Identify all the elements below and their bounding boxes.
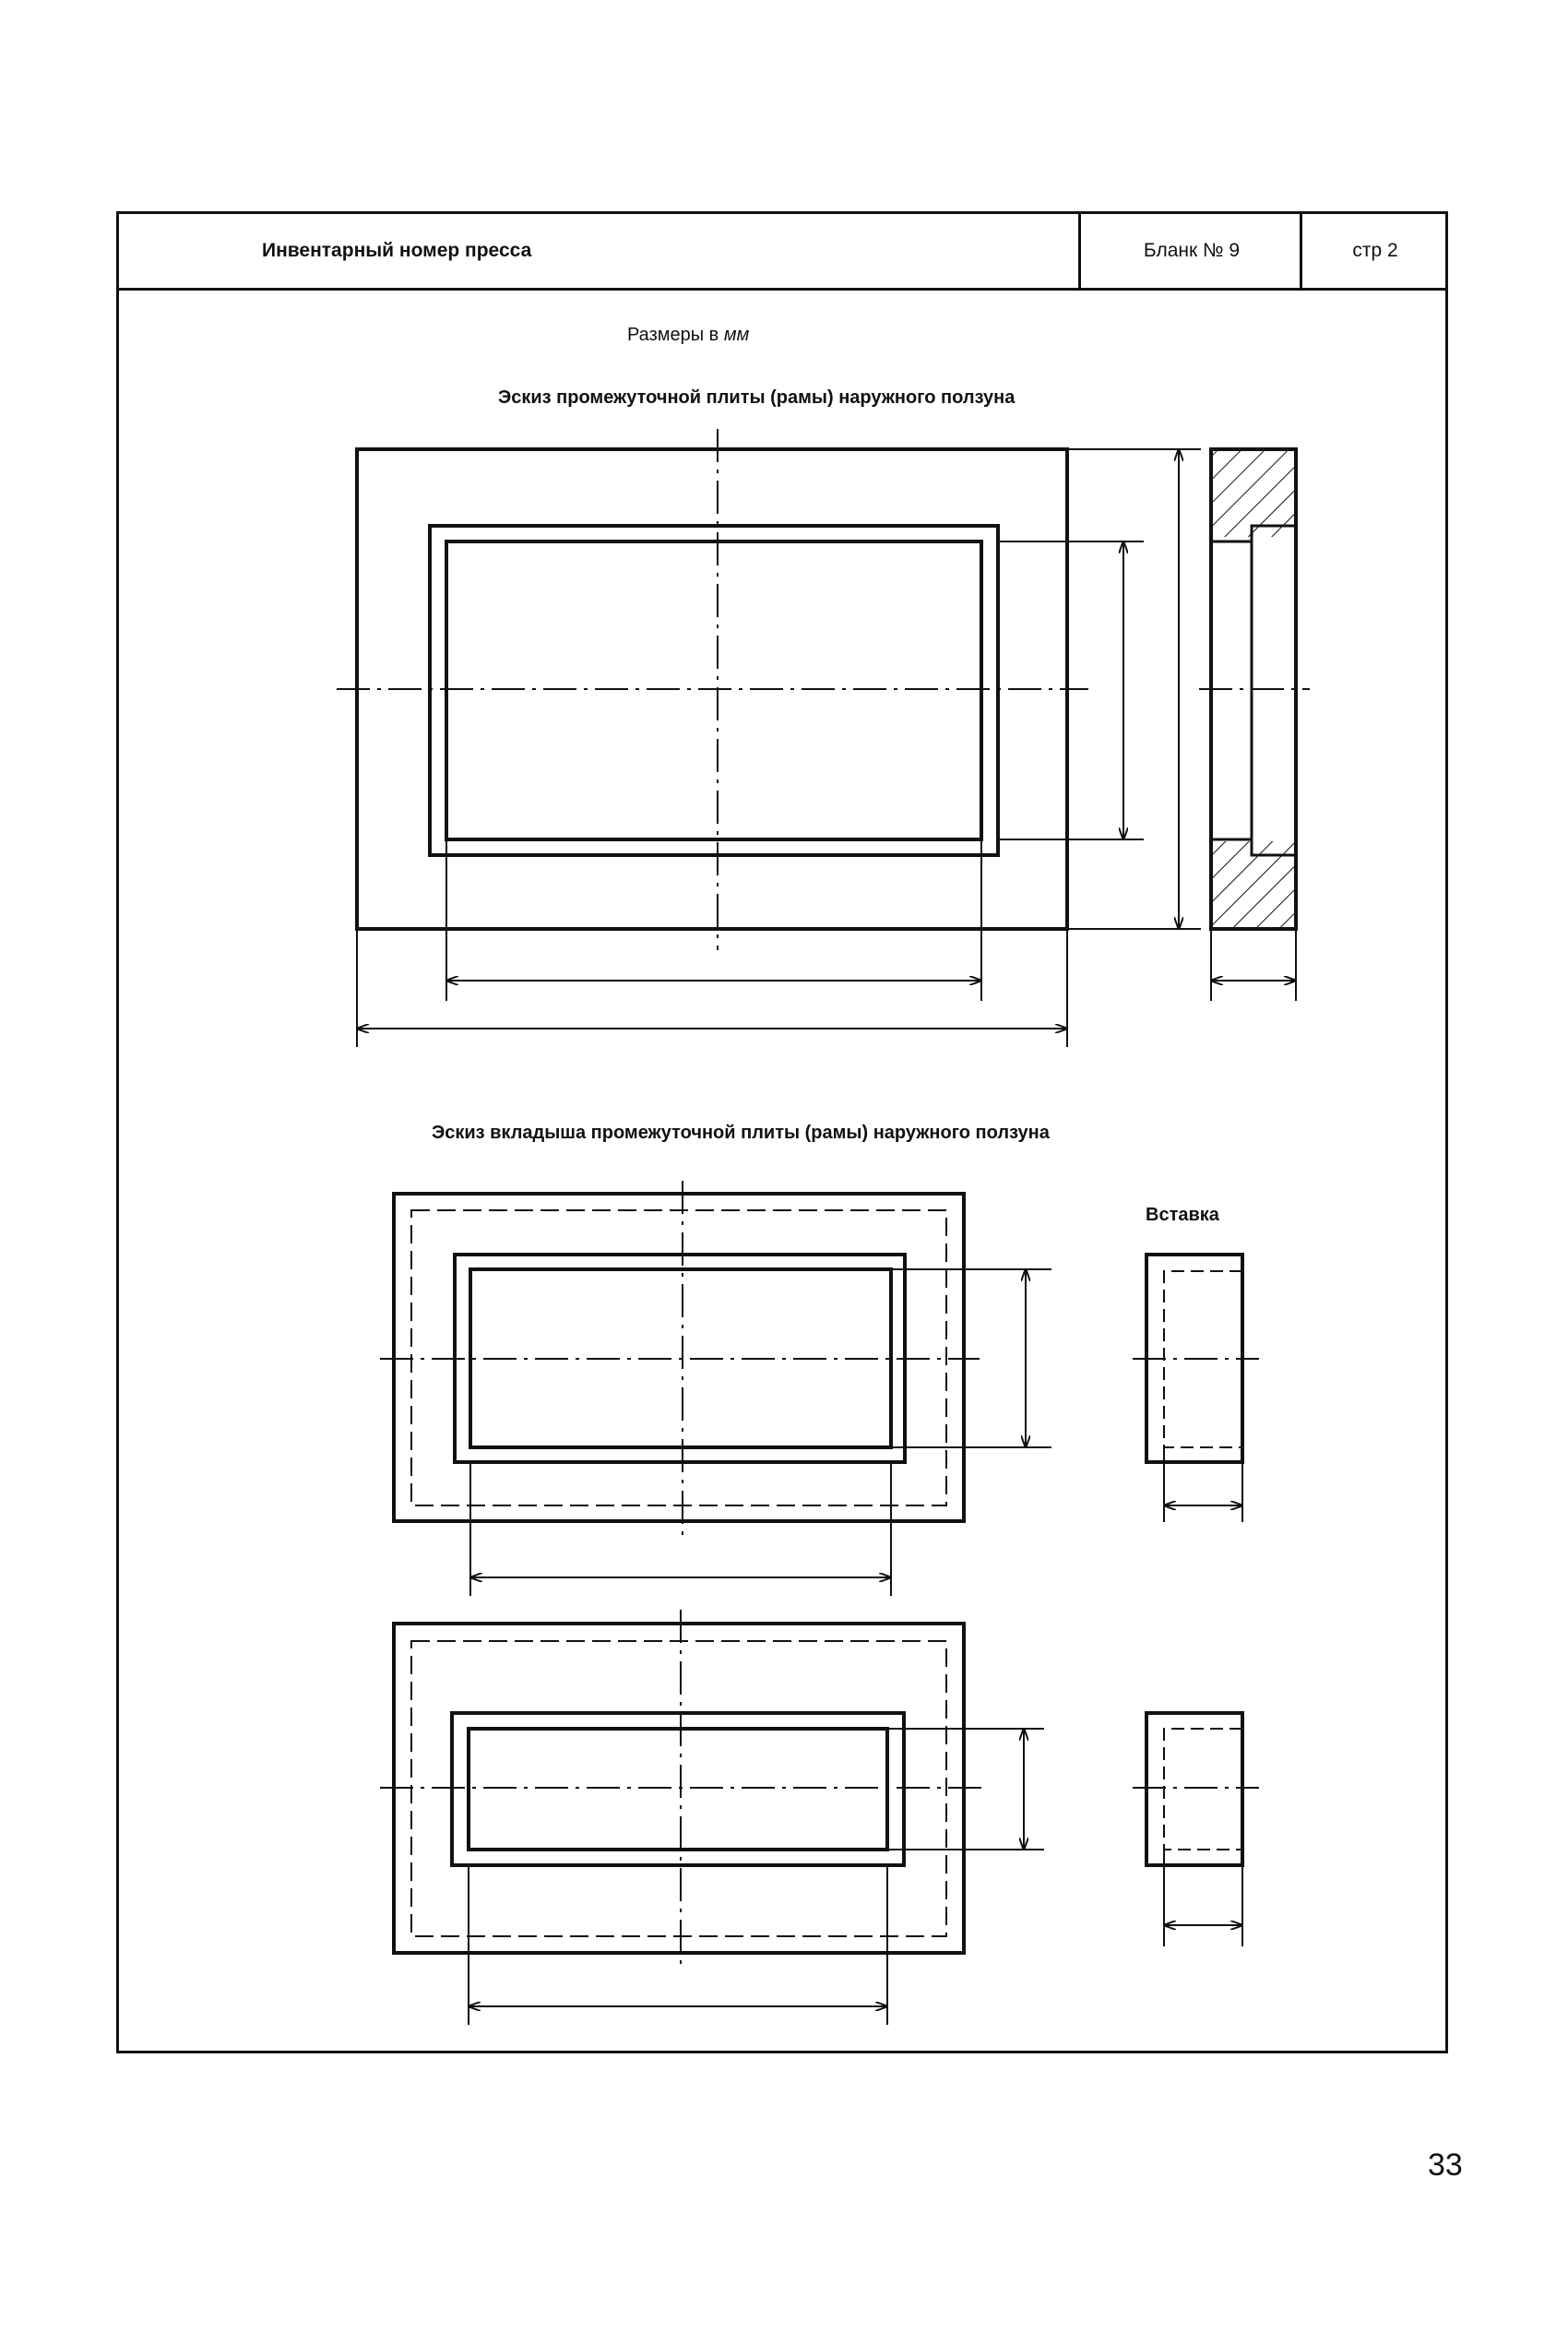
sketch-1-title: Эскиз промежуточной плиты (рамы) наружно… — [498, 387, 1016, 408]
insert-piece-1 — [1133, 1253, 1259, 1522]
insert-view-2 — [380, 1610, 1044, 2025]
sizes-note: Размеры в мм — [627, 325, 749, 346]
plate-front-view — [337, 429, 1201, 1047]
sketch-2-title: Эскиз вкладыша промежуточной плиты (рамы… — [432, 1123, 1050, 1143]
insert-view-1 — [380, 1181, 1051, 1596]
insert-piece-2 — [1133, 1711, 1259, 1946]
page-label: стр 2 — [1300, 214, 1448, 288]
insert-label: Вставка — [1146, 1205, 1219, 1225]
sizes-note-unit: мм — [723, 325, 750, 345]
form-frame: Инвентарный номер пресса Бланк № 9 стр 2 — [116, 211, 1448, 2053]
form-header: Инвентарный номер пресса Бланк № 9 стр 2 — [119, 214, 1445, 291]
inventory-number-label: Инвентарный номер пресса — [262, 240, 532, 261]
plate-section-view — [1199, 447, 1310, 1001]
form-number: Бланк № 9 — [1078, 214, 1302, 288]
page-number: 33 — [1428, 2148, 1463, 2183]
sizes-note-prefix: Размеры в — [627, 325, 719, 345]
